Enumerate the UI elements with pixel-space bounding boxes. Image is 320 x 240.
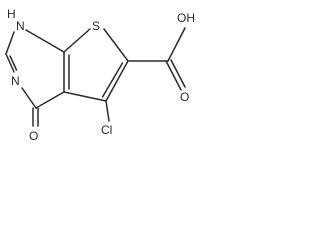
bond-c-oh [167, 27, 186, 62]
atom-label-chlorine: Cl [101, 123, 112, 137]
bond-c-o-carbonyl-double [170, 59, 186, 88]
bond-n1-c2 [5, 31, 15, 55]
bonds [5, 27, 186, 127]
bond-c6-c5-double [101, 62, 124, 98]
atom-label-keto-oxygen: O [29, 129, 38, 143]
bond-c7a-n1 [25, 29, 65, 53]
bond-c2-n3-double [9, 55, 18, 71]
bond-c5-cl [105, 100, 110, 122]
atom-labels: H N S OH N O O Cl [7, 7, 195, 143]
bond-s-c6 [103, 28, 129, 62]
bond-c2-n3 [5, 53, 15, 73]
atom-label-n1-hydrogen: H [7, 7, 16, 21]
bond-c5-c4a [63, 91, 107, 102]
atom-label-carboxyl-oxygen: O [180, 90, 189, 104]
atom-label-sulfur: S [92, 19, 100, 33]
atom-label-n3: N [11, 74, 20, 88]
chemical-structure: H N S OH N O O Cl [5, 7, 195, 143]
bond-c6-c5 [105, 60, 129, 102]
bond-c4-c4a [35, 91, 65, 109]
atom-label-hydroxyl: OH [177, 11, 195, 25]
bond-c7a-s [63, 28, 91, 53]
atom-label-n1: N [16, 19, 25, 33]
bond-c-o-carbonyl [165, 60, 182, 91]
bond-n3-c4 [21, 87, 37, 109]
